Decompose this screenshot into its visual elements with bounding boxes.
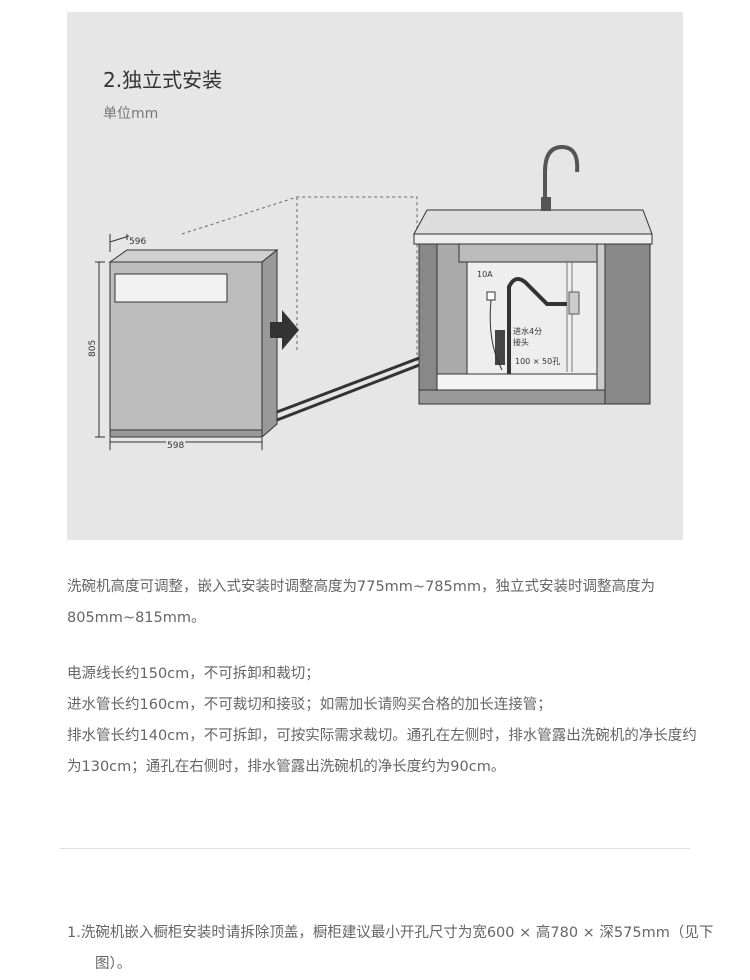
dishwasher-illustration: 596 805 598 10A 进水4分 接头 100 × 50孔 <box>88 144 653 453</box>
faucet-icon <box>543 144 580 210</box>
inlet-hose-text: 进水管长约160cm，不可裁切和接驳；如需加长请购买合格的加长连接管； <box>67 697 552 713</box>
socket-icon <box>486 291 496 301</box>
hole-label: 100 × 50孔 <box>515 357 560 366</box>
socket-label: 10A <box>477 270 493 279</box>
diagram-title: 2.独立式安装 <box>103 68 223 92</box>
height-label: 805 <box>88 340 98 357</box>
installation-diagram: 2.独立式安装 单位mm <box>67 12 683 540</box>
cabinet-note: 1.洗碗机嵌入橱柜安装时请拆除顶盖，橱柜建议最小开孔尺寸为宽600 × 高780… <box>67 925 714 972</box>
power-cord-text: 电源线长约150cm，不可拆卸和裁切； <box>67 666 320 682</box>
inlet-label-1: 进水4分 <box>513 326 542 336</box>
drain-hose-text: 排水管长约140cm，不可拆卸，可按实际需求裁切。通孔在左侧时，排水管露出洗碗机… <box>67 728 697 775</box>
height-adjust-text: 洗碗机高度可调整，嵌入式安装时调整高度为775mm~785mm，独立式安装时调整… <box>67 579 655 626</box>
inlet-label-2: 接头 <box>513 337 529 347</box>
unit-label: 单位mm <box>103 106 159 122</box>
width-label: 598 <box>167 441 184 451</box>
sink-cabinet <box>413 144 653 405</box>
dishwasher-shape <box>108 248 279 439</box>
divider <box>60 848 690 849</box>
depth-label: 596 <box>129 237 146 247</box>
dimension-lines <box>95 234 263 450</box>
arrow-icon <box>270 310 299 350</box>
dashed-cabinet-outline <box>181 196 418 367</box>
